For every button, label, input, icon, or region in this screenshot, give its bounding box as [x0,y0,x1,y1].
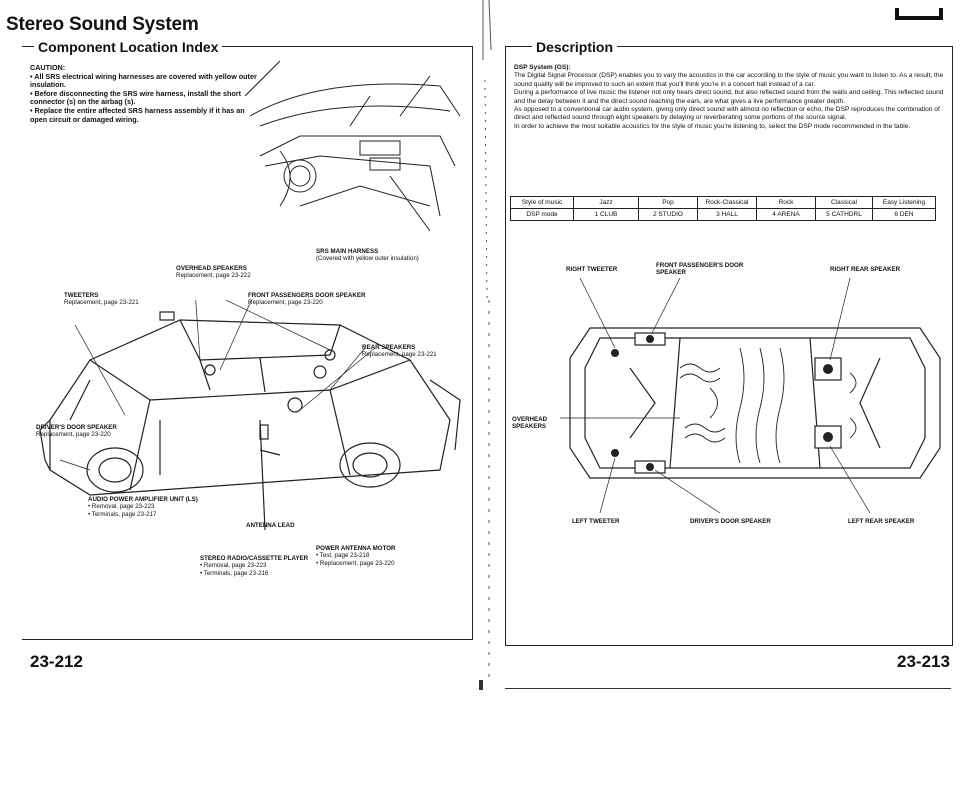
caution-item: • Before disconnecting the SRS wire harn… [30,88,242,107]
corner-tab-right [939,8,943,20]
label-front-passenger-speaker: FRONT PASSENGERS DOOR SPEAKER Replacemen… [248,292,366,307]
label-power-antenna: POWER ANTENNA MOTOR • Test, page 23-218 … [316,545,396,567]
label-overhead-speakers: OVERHEAD SPEAKERS Replacement, page 23-2… [176,265,251,280]
label-stereo-player: STEREO RADIO/CASSETTE PLAYER • Removal, … [200,555,309,577]
bottom-rule [505,688,951,689]
label-right-rear-speaker: RIGHT REAR SPEAKER [830,266,901,273]
label-srs-harness: SRS MAIN HARNESS (Covered with yellow ou… [316,248,419,263]
corner-tab-left [895,8,899,20]
description-paragraph: During a performance of live music the l… [514,89,944,105]
description-paragraph: As opposed to a conventional car audio s… [514,106,940,122]
description-heading: DSP System (GS): [514,64,571,71]
label-audio-amplifier: AUDIO POWER AMPLIFIER UNIT (LS) • Remova… [88,496,198,518]
page-number-right: 23-213 [897,652,950,671]
page-number-left: 23-212 [30,652,83,671]
caution-label: CAUTION: [30,63,66,72]
label-overhead-speakers-right: OVERHEAD SPEAKERS [512,416,548,431]
label-left-rear-speaker: LEFT REAR SPEAKER [848,518,915,525]
page-title: Stereo Sound System [6,14,199,35]
dashboard-illustration [244,60,461,232]
label-right-tweeter: RIGHT TWEETER [566,266,618,273]
description-paragraph: The Digital Signal Processor (DSP) enabl… [514,72,944,88]
dsp-mode-table: Style of music Jazz Pop Rock-Classical R… [510,196,936,221]
description-frame [505,46,953,646]
table-row: Style of music Jazz Pop Rock-Classical R… [510,196,936,209]
table-row: DSP mode 1 CLUB 2 STUDIO 3 HALL 4 ARENA … [510,208,936,221]
caution-block: CAUTION: • All SRS electrical wiring har… [30,63,260,124]
label-tweeters: TWEETERS Replacement, page 23-221 [64,292,139,307]
binding-spine [479,0,492,690]
caution-item: • Replace the entire affected SRS harnes… [30,105,245,124]
description-paragraph: In order to achieve the most suitable ac… [514,122,911,130]
label-front-passenger-door-speaker: FRONT PASSENGER'S DOOR SPEAKER [656,262,744,277]
car-illustration [39,300,461,530]
description-text: DSP System (GS): The Digital Signal Proc… [514,64,944,131]
caution-item: • All SRS electrical wiring harnesses ar… [30,71,257,90]
corner-tab [895,16,943,20]
label-left-tweeter: LEFT TWEETER [572,518,620,525]
description-title: Description [532,39,618,55]
speaker-layout-diagram [560,278,941,514]
component-index-frame [22,46,473,640]
label-driver-door-speaker: DRIVER'S DOOR SPEAKER Replacement, page … [36,424,117,439]
label-antenna-lead: ANTENNA LEAD [246,522,295,529]
section-title: Component Location Index [34,39,223,55]
label-drivers-door-speaker: DRIVER'S DOOR SPEAKER [690,518,771,525]
